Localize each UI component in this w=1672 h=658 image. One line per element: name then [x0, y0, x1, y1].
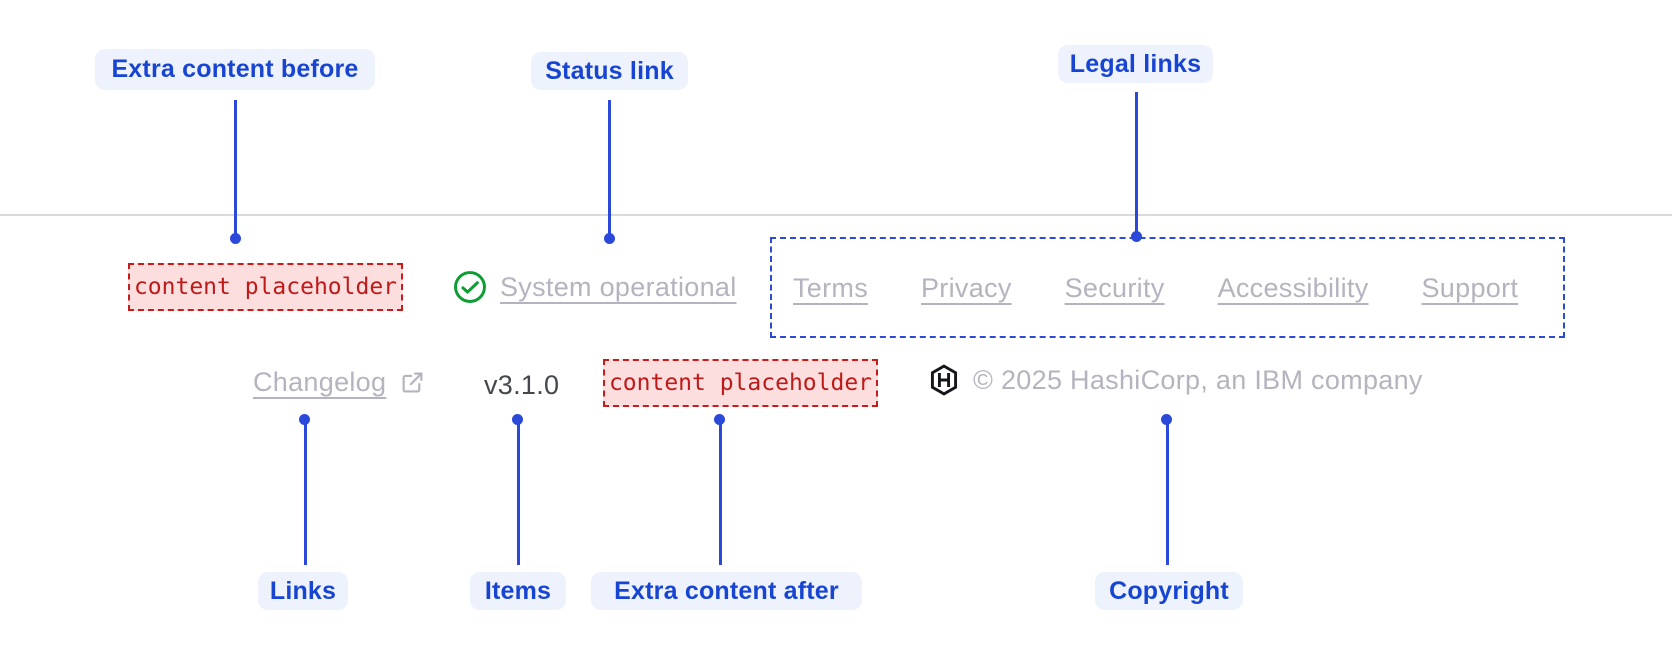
placeholder-text: content placeholder	[133, 274, 398, 300]
external-link-icon	[400, 370, 425, 395]
callout-legal-links: Legal links	[1058, 45, 1213, 83]
connector-dot	[512, 414, 523, 425]
connector-dot	[604, 233, 615, 244]
check-circle-icon	[453, 270, 487, 304]
callout-links: Links	[258, 572, 348, 610]
callout-label: Extra content before	[111, 55, 359, 83]
connector-line	[719, 424, 722, 565]
changelog-link-label[interactable]: Changelog	[253, 367, 387, 397]
connector-line	[234, 100, 237, 234]
callout-extra-content-after: Extra content after	[591, 572, 862, 610]
legal-link-accessibility[interactable]: Accessibility	[1217, 272, 1369, 303]
status-link-label[interactable]: System operational	[500, 272, 737, 302]
connector-dot	[714, 414, 725, 425]
connector-dot	[1161, 414, 1172, 425]
callout-extra-content-before: Extra content before	[95, 49, 375, 90]
callout-items: Items	[470, 572, 566, 610]
callout-label: Items	[484, 576, 552, 605]
connector-dot	[230, 233, 241, 244]
legal-link-security[interactable]: Security	[1064, 272, 1165, 303]
connector-line	[1135, 92, 1138, 232]
copyright-text: © 2025 HashiCorp, an IBM company	[973, 365, 1423, 395]
callout-copyright: Copyright	[1095, 572, 1243, 610]
legal-link-support[interactable]: Support	[1421, 272, 1519, 303]
connector-line	[517, 424, 520, 565]
legal-links-region: Terms Privacy Security Accessibility Sup…	[770, 237, 1565, 338]
changelog-link[interactable]: Changelog	[253, 366, 425, 398]
connector-line	[608, 100, 611, 234]
extra-content-before-placeholder: content placeholder	[128, 263, 403, 311]
status-link[interactable]: System operational	[453, 270, 737, 304]
callout-label: Legal links	[1069, 49, 1202, 78]
callout-label: Status link	[545, 56, 674, 85]
connector-dot	[299, 414, 310, 425]
footer-top-divider	[0, 214, 1672, 216]
callout-status-link: Status link	[531, 52, 688, 90]
connector-dot	[1131, 231, 1142, 242]
version-text: v3.1.0	[484, 370, 560, 400]
placeholder-text: content placeholder	[608, 370, 873, 396]
callout-label: Extra content after	[614, 576, 839, 605]
connector-line	[1166, 424, 1169, 565]
hashicorp-logo	[930, 364, 958, 396]
extra-content-after-placeholder: content placeholder	[603, 359, 878, 407]
legal-link-terms[interactable]: Terms	[793, 272, 868, 303]
connector-line	[304, 424, 307, 565]
legal-link-privacy[interactable]: Privacy	[921, 272, 1012, 303]
callout-label: Links	[269, 576, 337, 605]
callout-label: Copyright	[1109, 576, 1229, 605]
copyright: © 2025 HashiCorp, an IBM company	[930, 364, 1423, 396]
